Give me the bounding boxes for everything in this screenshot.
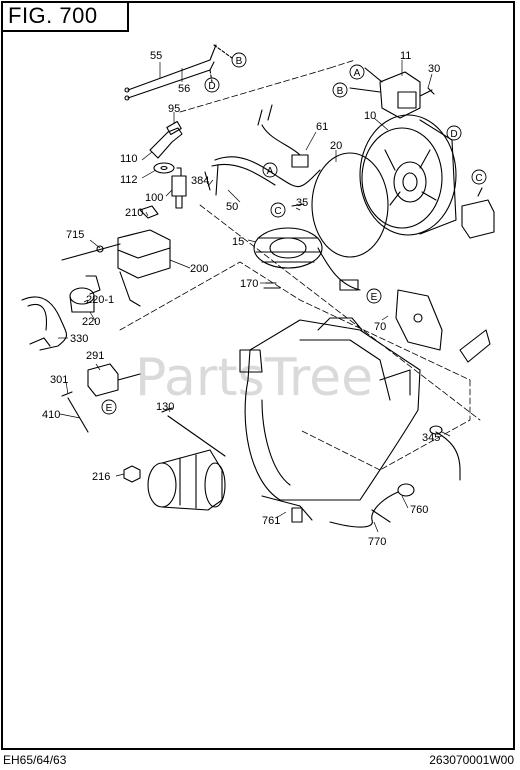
- watermark: PartsTree: [135, 348, 373, 408]
- wiring-harness-50: [204, 104, 321, 196]
- starter-motor: [147, 449, 226, 511]
- screw-30: [419, 87, 435, 97]
- ignition-module: [461, 187, 495, 239]
- callout-130: 130: [156, 401, 174, 413]
- connector-letter-b2: B: [337, 86, 344, 97]
- callout-61: 61: [316, 121, 328, 133]
- part-callouts: 55 56 11 30 95 10 61 20 110 112 384 100 …: [42, 50, 440, 548]
- callout-220-1: 220-1: [86, 294, 114, 306]
- callout-112: 112: [120, 174, 138, 186]
- callout-35: 35: [296, 197, 308, 209]
- connector-letter-a1: A: [354, 68, 361, 79]
- callout-100: 100: [145, 192, 163, 204]
- bolt-410: [61, 391, 89, 433]
- callout-410: 410: [42, 409, 60, 421]
- callout-56: 56: [178, 83, 190, 95]
- sensor-760: [329, 483, 415, 528]
- callout-715: 715: [66, 229, 84, 241]
- callout-384: 384: [191, 175, 209, 187]
- connector-e-rectifier: [101, 399, 117, 415]
- spark-plug-cap: [149, 120, 183, 159]
- callout-301: 301: [50, 374, 68, 386]
- callout-50: 50: [226, 201, 238, 213]
- flywheel: [359, 114, 457, 236]
- callout-15: 15: [232, 236, 244, 248]
- wire-761: [261, 495, 313, 523]
- engine-block: [239, 317, 421, 501]
- connector-d-top: [204, 77, 220, 93]
- ignition-coil: [349, 67, 421, 119]
- callout-200: 200: [190, 263, 208, 275]
- connector-letter-c2: C: [274, 206, 281, 217]
- connector-letter-a2: A: [267, 166, 274, 177]
- connector-letter-b1: B: [236, 56, 243, 67]
- wire-harness-330: [21, 296, 68, 351]
- callout-55: 55: [150, 50, 162, 62]
- bolt-130: [161, 407, 226, 457]
- connector-b-top: [231, 52, 247, 68]
- connector-letter-c1: C: [475, 173, 482, 184]
- assembly-guide-lines: [119, 59, 481, 471]
- connector-letter-d1: D: [208, 81, 215, 92]
- callout-10: 10: [364, 110, 376, 122]
- nut-216: [123, 465, 141, 483]
- spark-plug: [171, 167, 187, 209]
- screw-35: [291, 203, 305, 207]
- bracket-210: [139, 205, 159, 219]
- connector-letter-d2: D: [450, 129, 457, 140]
- callout-70: 70: [374, 321, 386, 333]
- connector-markers: [101, 52, 487, 415]
- connector-c-right: [471, 169, 487, 185]
- callout-761: 761: [262, 515, 280, 527]
- pin-170: [263, 282, 281, 289]
- ring-20: [311, 152, 389, 258]
- connector-letters: B D A B D C A C E E: [106, 56, 483, 414]
- callout-95: 95: [168, 103, 180, 115]
- rectifier-291: [87, 363, 141, 397]
- figure-title: FIG. 700: [1, 1, 129, 32]
- connector-d-right: [446, 125, 462, 141]
- connector-a-harness: [262, 162, 278, 178]
- connector-letter-e1: E: [371, 292, 378, 303]
- bracket-70: [395, 289, 443, 351]
- wire-set-55-56: [124, 44, 233, 101]
- model-number: EH65/64/63: [3, 753, 67, 767]
- callout-760: 760: [410, 504, 428, 516]
- callout-110: 110: [120, 153, 138, 165]
- callout-20: 20: [330, 140, 342, 152]
- callout-345: 345: [422, 432, 440, 444]
- connector-letter-e2: E: [106, 403, 113, 414]
- callout-170: 170: [240, 278, 258, 290]
- connector-b-coil: [332, 82, 348, 98]
- callout-216: 216: [92, 471, 110, 483]
- callout-11: 11: [400, 50, 411, 62]
- callout-291: 291: [86, 350, 104, 362]
- callout-30: 30: [428, 63, 440, 75]
- leader-lines: [58, 60, 451, 533]
- plug-connector: [459, 329, 491, 363]
- connector-c-harness: [270, 202, 286, 218]
- connector-a-coil: [349, 64, 365, 80]
- callout-770: 770: [368, 536, 386, 548]
- stator-coil: [253, 227, 361, 291]
- connector-e-stator: [366, 288, 382, 304]
- washer-112: [153, 162, 175, 174]
- cable-345: [429, 425, 461, 481]
- document-number: 263070001W00: [429, 753, 514, 767]
- callout-330: 330: [70, 333, 88, 345]
- switch-220: [69, 275, 101, 313]
- control-box: [117, 229, 171, 307]
- diagram-frame: [1, 1, 515, 750]
- wire-715: [61, 243, 121, 261]
- callout-220: 220: [82, 316, 100, 328]
- callout-210: 210: [125, 207, 143, 219]
